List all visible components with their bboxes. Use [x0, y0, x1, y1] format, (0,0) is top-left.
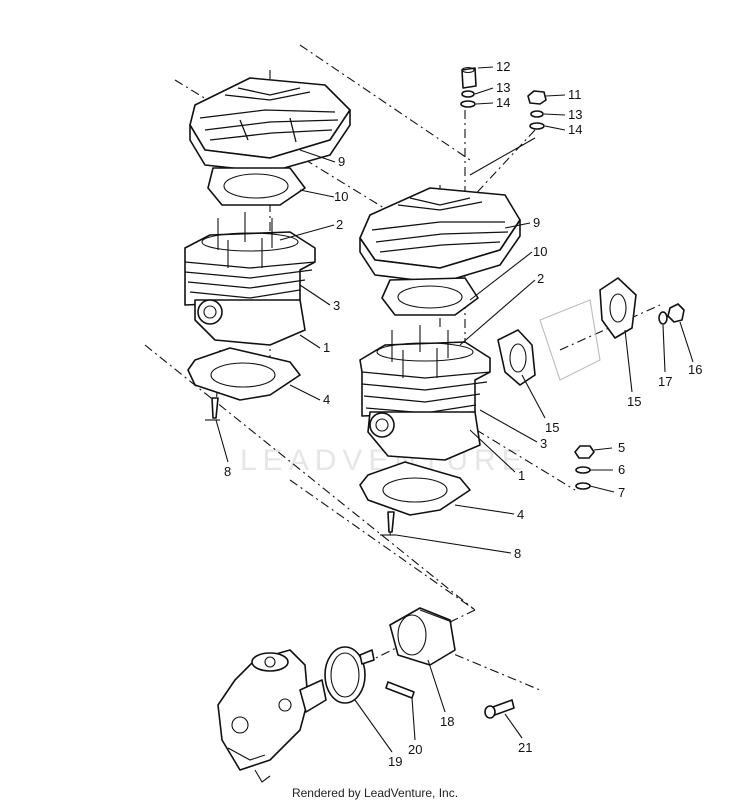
- left-dowel-pin: [205, 397, 220, 421]
- nut-5: [574, 445, 595, 459]
- washer-6: [575, 466, 591, 474]
- callout-3-a: 3: [333, 298, 340, 313]
- callout-16: 16: [688, 362, 702, 377]
- washer-13-right: [530, 110, 544, 118]
- exhaust-gasket-15-right: [599, 277, 637, 339]
- callout-17: 17: [658, 374, 672, 389]
- clamp-19: [324, 646, 375, 704]
- washer-17: [658, 311, 668, 325]
- callout-3-b: 3: [540, 436, 547, 451]
- right-base-gasket: [359, 461, 471, 516]
- washer-14-right: [529, 122, 545, 130]
- left-cylinder: [184, 212, 316, 346]
- washer-7: [575, 482, 591, 490]
- callout-10-a: 10: [334, 189, 348, 204]
- nut-11: [527, 90, 547, 105]
- right-dowel-pin: [380, 511, 396, 536]
- callout-11: 11: [568, 87, 582, 102]
- leader-lines: [215, 66, 694, 753]
- footer-credit: Rendered by LeadVenture, Inc.: [291, 786, 459, 800]
- callout-1-b: 1: [518, 468, 525, 483]
- carburetor: [217, 649, 327, 783]
- acorn-nut-12: [461, 66, 477, 89]
- callout-5: 5: [618, 440, 625, 455]
- left-base-gasket: [187, 347, 301, 401]
- callout-2-a: 2: [336, 217, 343, 232]
- left-cylinder-head: [189, 77, 351, 173]
- callout-20: 20: [408, 742, 422, 757]
- callout-19: 19: [388, 754, 402, 769]
- callout-4-a: 4: [323, 392, 330, 407]
- callout-12: 12: [496, 59, 510, 74]
- screw-20: [385, 681, 415, 699]
- bolt-21: [484, 699, 515, 719]
- callout-14-a: 14: [496, 95, 510, 110]
- washer-14-top: [460, 100, 476, 108]
- right-cylinder: [359, 325, 491, 461]
- callout-1-a: 1: [323, 340, 330, 355]
- callout-4-b: 4: [517, 507, 524, 522]
- callout-2-b: 2: [537, 271, 544, 286]
- left-head-gasket: [207, 167, 306, 206]
- callout-10-b: 10: [533, 244, 547, 259]
- callout-8-b: 8: [514, 546, 521, 561]
- right-head-gasket: [381, 277, 479, 316]
- exhaust-gasket-15-left: [497, 329, 536, 386]
- exhaust-manifold-faint: [539, 299, 601, 381]
- callout-7: 7: [618, 485, 625, 500]
- callout-14-b: 14: [568, 122, 582, 137]
- callout-8-a: 8: [224, 464, 231, 479]
- right-cylinder-head: [359, 187, 521, 284]
- nut-16: [667, 303, 685, 323]
- callout-21: 21: [518, 740, 532, 755]
- callout-6: 6: [618, 462, 625, 477]
- callout-15-b: 15: [627, 394, 641, 409]
- callout-9-a: 9: [338, 154, 345, 169]
- intake-boot-18: [389, 607, 456, 666]
- washer-13-top: [461, 90, 475, 98]
- callout-18: 18: [440, 714, 454, 729]
- callout-13-b: 13: [568, 107, 582, 122]
- callouts: 12 13 14 11 13 14 9 10 2 3 1 4 8 9 10 2 …: [224, 59, 702, 769]
- callout-15-a: 15: [545, 420, 559, 435]
- callout-13-a: 13: [496, 80, 510, 95]
- callout-9-b: 9: [533, 215, 540, 230]
